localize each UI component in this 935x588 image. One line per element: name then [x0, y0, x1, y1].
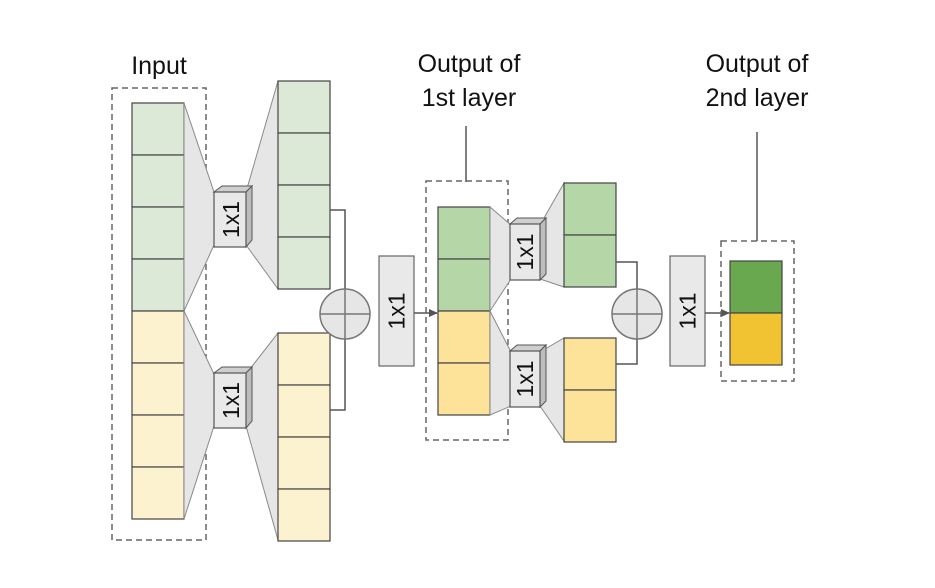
kernel-cube-2-top: 1x1	[508, 216, 548, 282]
layer2-label-line2: 2nd layer	[706, 84, 809, 112]
input-stack	[131, 102, 185, 520]
input-cell	[131, 310, 185, 364]
layer2-cell	[729, 312, 783, 366]
stack-d-cell	[563, 337, 617, 391]
kernel-cube-top: 1x1	[212, 184, 254, 249]
stack-d-cell	[563, 389, 617, 443]
kernel-label: 1x1	[384, 292, 410, 329]
layer1-dashed-box	[425, 180, 509, 441]
stack-a-cell	[277, 184, 331, 238]
layer2-dashed-box	[720, 240, 795, 382]
layer1-label-line1: Output of	[418, 50, 521, 78]
wire-bottom-to-sum1	[330, 338, 346, 411]
conv-1x1-box-2: 1x1	[669, 255, 706, 367]
layer1-cell	[437, 362, 491, 416]
input-cell	[131, 154, 185, 208]
kernel-cube-bottom: 1x1	[212, 365, 254, 430]
stack-c-cell	[563, 234, 617, 288]
input-label: Input	[131, 52, 187, 80]
stack-b-cell	[277, 488, 331, 542]
funnel-input-bottom-right	[245, 331, 279, 541]
kernel-label: 1x1	[218, 382, 244, 419]
kernel-label: 1x1	[675, 292, 701, 329]
wire-top-to-sum2	[616, 261, 638, 290]
stack-d-yellow	[563, 337, 617, 443]
stack-a-cell	[277, 236, 331, 290]
stack-a-cell	[277, 132, 331, 186]
stack-b-cell	[277, 332, 331, 386]
layer2-cell	[729, 260, 783, 314]
stack-c-green	[563, 182, 617, 288]
input-cell	[131, 206, 185, 260]
sum-circle-1	[319, 288, 371, 340]
stack-a-cell	[277, 80, 331, 134]
funnel-l1-top-left	[489, 205, 512, 313]
layer1-label-line2: 1st layer	[422, 84, 516, 112]
kernel-label: 1x1	[218, 201, 244, 238]
input-cell	[131, 102, 185, 156]
input-cell	[131, 414, 185, 468]
layer1-cell	[437, 258, 491, 312]
funnel-input-top-right	[245, 80, 279, 291]
input-dashed-box	[111, 87, 207, 541]
conv-1x1-box-1: 1x1	[378, 255, 415, 367]
stack-a-green	[277, 80, 331, 290]
layer1-cell	[437, 310, 491, 364]
layer2-label-line1: Output of	[706, 50, 809, 78]
stack-c-cell	[563, 182, 617, 236]
stack-b-cell	[277, 384, 331, 438]
kernel-label: 1x1	[512, 360, 538, 397]
wire-top-to-sum1	[330, 209, 346, 290]
funnel-l1-bottom-left	[489, 310, 512, 416]
layer2-stack	[729, 260, 783, 366]
stack-b-cell	[277, 436, 331, 490]
wire-bottom-to-sum2	[616, 338, 638, 365]
input-cell	[131, 258, 185, 312]
stack-b-yellow	[277, 332, 331, 542]
funnel-input-bottom-left	[183, 310, 215, 520]
input-cell	[131, 362, 185, 416]
kernel-cube-2-bottom: 1x1	[508, 343, 548, 409]
layer1-cell	[437, 206, 491, 260]
sum-circle-2	[611, 288, 663, 340]
kernel-label: 1x1	[512, 233, 538, 270]
input-cell	[131, 466, 185, 520]
funnel-input-top-left	[183, 102, 215, 312]
layer1-stack	[437, 206, 491, 416]
